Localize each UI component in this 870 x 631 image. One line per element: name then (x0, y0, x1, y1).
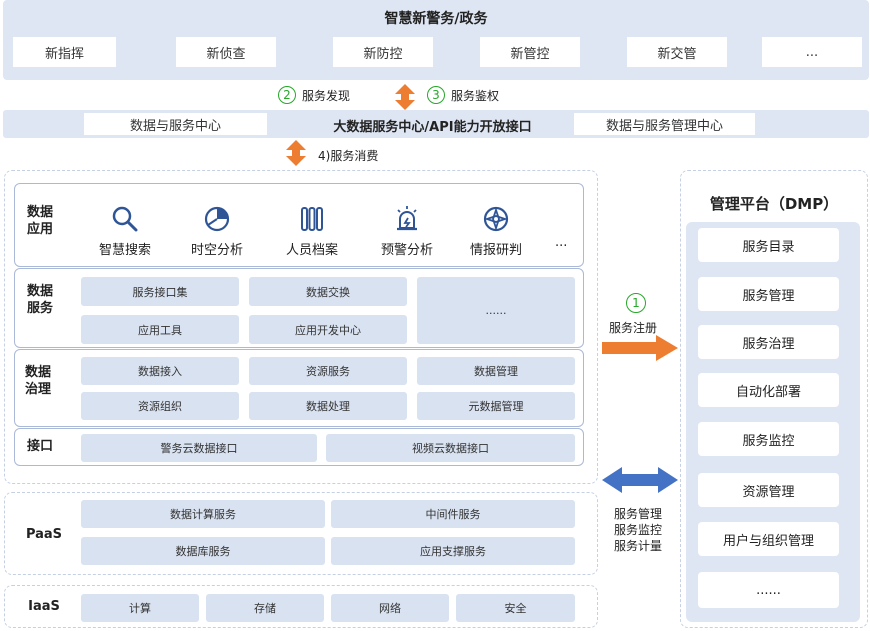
cell-service-interface-set[interactable]: 服务接口集 (81, 277, 239, 306)
data-app-row (14, 183, 584, 267)
cell-data-management[interactable]: 数据管理 (417, 357, 575, 385)
top-item-command[interactable]: 新指挥 (13, 37, 116, 67)
cell-security[interactable]: 安全 (456, 594, 575, 622)
top-item-investigation[interactable]: 新侦查 (176, 37, 276, 67)
top-item-control[interactable]: 新管控 (480, 37, 580, 67)
register-number: 1 (626, 293, 646, 313)
consume-label: 4)服务消费 (318, 149, 379, 163)
top-item-prevention[interactable]: 新防控 (333, 37, 433, 67)
dmp-user-org-management[interactable]: 用户与组织管理 (698, 522, 839, 556)
cell-service-more[interactable]: ...... (417, 277, 575, 344)
register-number-wrap: 1 (626, 292, 646, 313)
discover-label: 服务发现 (302, 88, 351, 103)
cell-resource-org[interactable]: 资源组织 (81, 392, 239, 420)
archive-icon (301, 207, 323, 231)
consume-double-arrow (286, 140, 306, 166)
top-item-traffic[interactable]: 新交管 (627, 37, 727, 67)
data-service-mgmt-center[interactable]: 数据与服务管理中心 (574, 113, 755, 135)
app-item-warning[interactable]: 预警分析 (362, 205, 452, 258)
dmp-container (680, 170, 868, 628)
auth-number: 3 (427, 86, 445, 104)
discover-number: 2 (278, 86, 296, 104)
cell-database-service[interactable]: 数据库服务 (81, 537, 325, 565)
cell-storage[interactable]: 存储 (206, 594, 324, 622)
service-auth: 3 服务鉴权 (427, 86, 499, 104)
cell-compute-service[interactable]: 数据计算服务 (81, 500, 325, 528)
manage-double-arrow (602, 467, 678, 493)
iaas-label: IaaS (28, 599, 60, 614)
register-label: 服务注册 (609, 321, 658, 335)
app-item-spatiotemporal[interactable]: 时空分析 (172, 205, 262, 258)
data-govern-label: 数据 治理 (24, 365, 51, 397)
compass-icon (483, 206, 509, 232)
data-app-label: 数据 应用 (26, 205, 53, 237)
cell-metadata-mgmt[interactable]: 元数据管理 (417, 392, 575, 420)
pie-chart-icon (204, 206, 230, 232)
cell-data-processing[interactable]: 数据处理 (249, 392, 407, 420)
cell-app-support-service[interactable]: 应用支撑服务 (331, 537, 575, 565)
cell-app-tools[interactable]: 应用工具 (81, 315, 239, 344)
data-service-center[interactable]: 数据与服务中心 (84, 113, 267, 135)
data-service-label: 数据 服务 (26, 284, 53, 316)
api-center-title: 大数据服务中心/API能力开放接口 (333, 120, 532, 135)
cell-compute[interactable]: 计算 (81, 594, 199, 622)
top-item-more[interactable]: ... (762, 37, 862, 67)
manage-line-2: 服务监控 (614, 523, 663, 537)
dmp-service-catalog[interactable]: 服务目录 (698, 228, 839, 262)
dmp-title: 管理平台（DMP） (709, 195, 839, 213)
app-more: ... (555, 235, 568, 250)
cell-data-exchange[interactable]: 数据交换 (249, 277, 407, 306)
service-discover: 2 服务发现 (278, 86, 350, 104)
dmp-resource-management[interactable]: 资源管理 (698, 473, 839, 507)
manage-line-3: 服务计量 (614, 539, 663, 553)
interface-label: 接口 (26, 439, 53, 454)
auth-label: 服务鉴权 (451, 88, 500, 103)
cell-middleware-service[interactable]: 中间件服务 (331, 500, 575, 528)
auth-double-arrow (395, 84, 415, 110)
paas-container (4, 492, 598, 575)
dmp-auto-deploy[interactable]: 自动化部署 (698, 373, 839, 407)
top-title: 智慧新警务/政务 (384, 11, 488, 27)
app-item-personnel[interactable]: 人员档案 (267, 205, 357, 258)
cell-video-cloud-api[interactable]: 视频云数据接口 (326, 434, 575, 462)
paas-label: PaaS (25, 527, 63, 542)
manage-labels: 服务管理 服务监控 服务计量 (614, 506, 662, 554)
manage-line-1: 服务管理 (614, 507, 663, 521)
register-arrow (602, 335, 678, 361)
dmp-service-monitor[interactable]: 服务监控 (698, 422, 839, 456)
app-item-search[interactable]: 智慧搜索 (80, 205, 170, 258)
cell-network[interactable]: 网络 (331, 594, 449, 622)
iaas-container (4, 585, 598, 628)
dmp-service-governance[interactable]: 服务治理 (698, 325, 839, 359)
cell-resource-service[interactable]: 资源服务 (249, 357, 407, 385)
cell-app-dev-center[interactable]: 应用开发中心 (249, 315, 407, 344)
dmp-service-management[interactable]: 服务管理 (698, 277, 839, 311)
app-item-intelligence[interactable]: 情报研判 (451, 205, 541, 258)
cell-data-access[interactable]: 数据接入 (81, 357, 239, 385)
search-icon (112, 206, 138, 232)
dmp-more[interactable]: ...... (698, 572, 839, 608)
cell-police-cloud-api[interactable]: 警务云数据接口 (81, 434, 317, 462)
data-layer-container (4, 170, 598, 484)
alarm-icon (397, 206, 417, 231)
